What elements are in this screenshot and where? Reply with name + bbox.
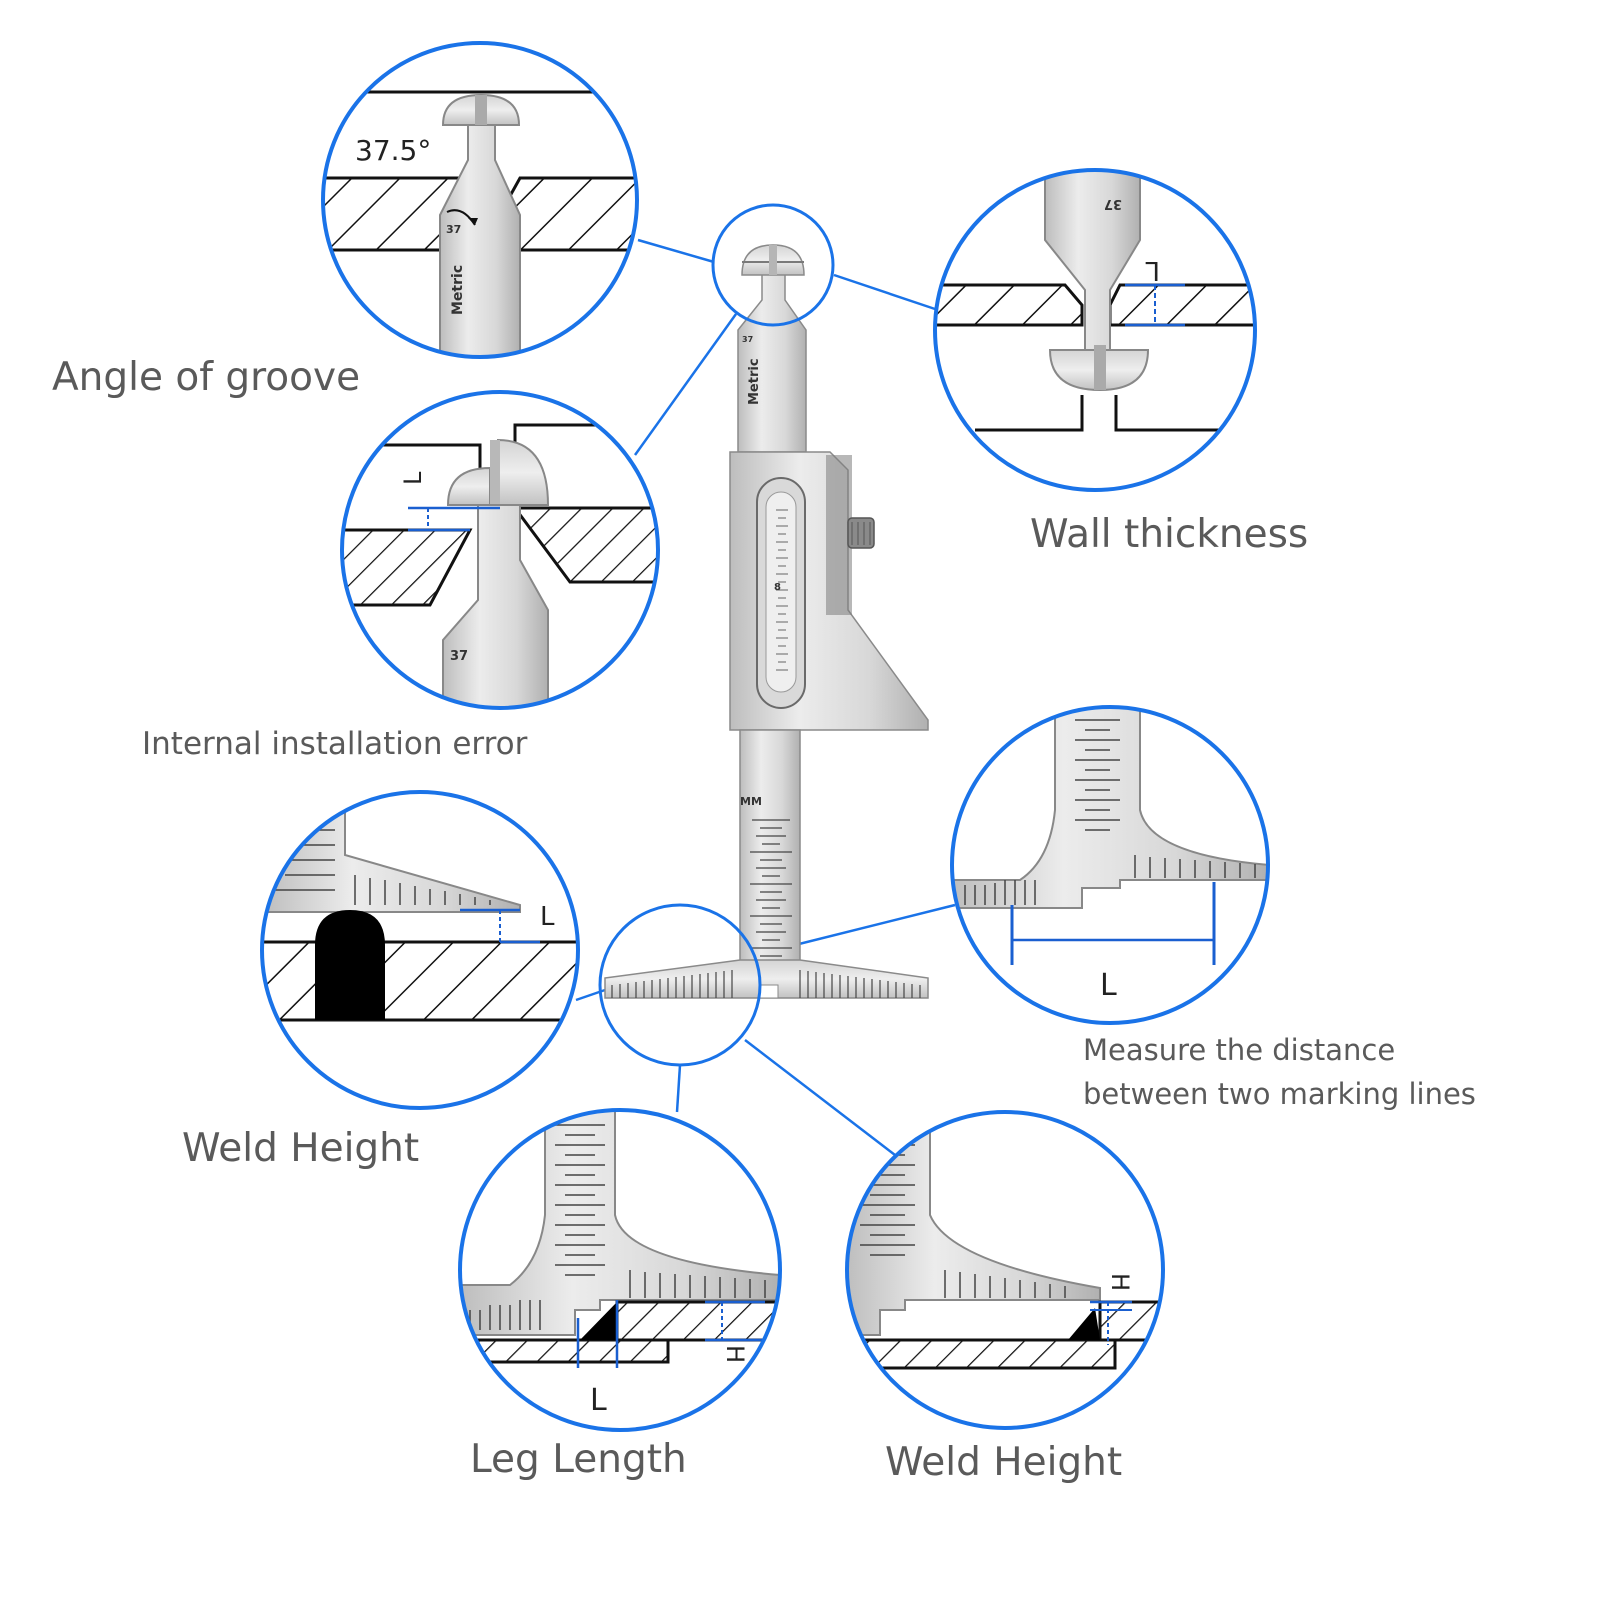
weld-height-left-detail: L (260, 790, 580, 1110)
internal-installation-error-detail: 37 L (340, 390, 660, 710)
measure-distance-detail: L (950, 705, 1270, 1025)
slider-mark: 8 (774, 582, 781, 593)
blade-angle-mark-error: 37 (450, 649, 468, 664)
foot-highlight-circle (598, 903, 762, 1067)
weld-height-bottom-detail: H (845, 1110, 1165, 1430)
main-welding-gauge: 37 Metric 8 MM (604, 244, 929, 999)
caption-wall-thickness: Wall thickness (1030, 512, 1309, 557)
foot-ticks (611, 970, 921, 998)
angle-of-groove-detail: 37 Metric 37.5° (321, 41, 639, 359)
error-length-symbol: L (399, 471, 427, 485)
blade-angle-mark-inverted: 37 (1104, 196, 1122, 211)
top-highlight-circle (711, 203, 835, 327)
distance-length-symbol: L (1100, 968, 1117, 1003)
leg-length-detail: L H (458, 1108, 782, 1432)
slider-scale (776, 509, 788, 671)
caption-angle-of-groove: Angle of groove (52, 355, 361, 400)
wall-length-symbol: L (1145, 255, 1160, 285)
gauge-angle-mark: 37 (742, 335, 753, 344)
angle-value-label: 37.5° (355, 134, 431, 167)
caption-internal-installation-error: Internal installation error (142, 726, 528, 762)
caption-weld-height-bottom: Weld Height (885, 1440, 1123, 1485)
connector-lines (575, 238, 956, 1156)
ruler-ticks (750, 819, 792, 957)
caption-measure-distance-line1: Measure the distance (1083, 1033, 1396, 1067)
blade-angle-mark: 37 (446, 223, 461, 236)
caption-measure-distance-line2: between two marking lines (1083, 1077, 1476, 1111)
gauge-unit-label: MM (740, 795, 762, 808)
caption-leg-length: Leg Length (470, 1437, 687, 1482)
wall-thickness-detail: 37 L (933, 168, 1257, 492)
weld-height-left-symbol: L (540, 902, 555, 932)
gauge-metric-label: Metric (747, 358, 762, 405)
weld-height-bottom-symbol: H (1106, 1273, 1134, 1291)
leg-height-symbol: H (721, 1345, 749, 1363)
blade-metric-label: Metric (450, 265, 466, 315)
caption-weld-height-left: Weld Height (182, 1126, 420, 1171)
leg-length-symbol: L (590, 1383, 607, 1418)
